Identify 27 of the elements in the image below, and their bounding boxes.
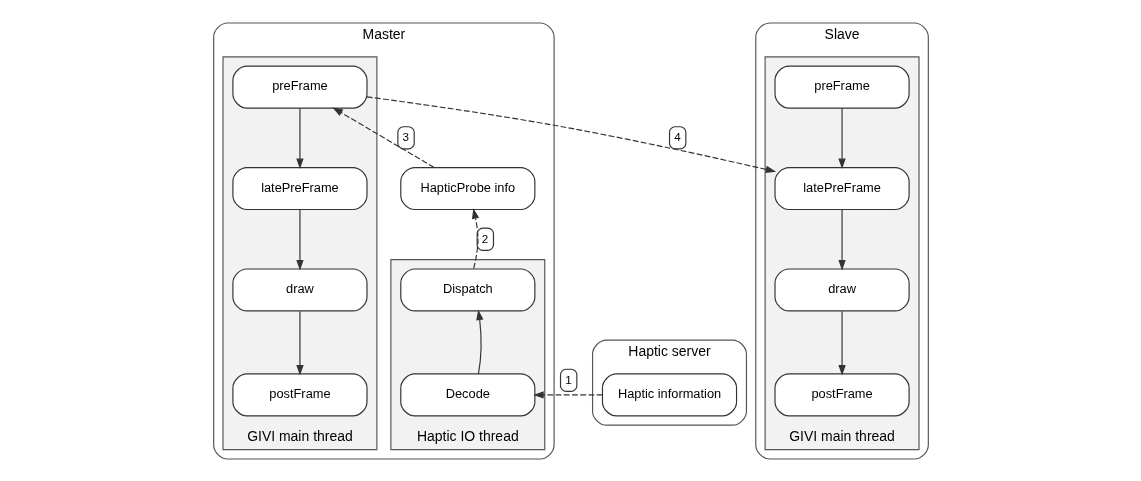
- edge-label: 2: [481, 231, 488, 245]
- arrow: [295, 310, 304, 376]
- node-box: latePreFrame: [773, 166, 910, 210]
- edge-label: 3: [402, 129, 409, 143]
- arrow: [837, 208, 846, 271]
- node-box: draw: [231, 267, 368, 312]
- arrow: [471, 207, 479, 269]
- arrow: [837, 310, 846, 376]
- edge-label: 4: [673, 129, 681, 143]
- node-box: postFrame: [231, 372, 368, 416]
- node-box: preFrame: [231, 65, 368, 109]
- node-box: draw: [773, 267, 910, 312]
- arrow: [532, 390, 603, 399]
- arrow: [295, 208, 304, 271]
- node-box: latePreFrame: [231, 166, 368, 210]
- arrow: [365, 95, 776, 173]
- arrow: [837, 107, 846, 169]
- node-box: Haptic information: [601, 372, 737, 416]
- node-box: postFrame: [773, 372, 910, 416]
- node-box: Decode: [399, 372, 535, 416]
- node-box: Dispatch: [399, 267, 535, 312]
- edge-label: 1: [564, 372, 572, 386]
- node-box: preFrame: [773, 65, 910, 109]
- node-box: HapticProbe info: [399, 166, 535, 210]
- arrow: [475, 309, 483, 374]
- arrow: [331, 106, 434, 168]
- arrow: [295, 107, 304, 169]
